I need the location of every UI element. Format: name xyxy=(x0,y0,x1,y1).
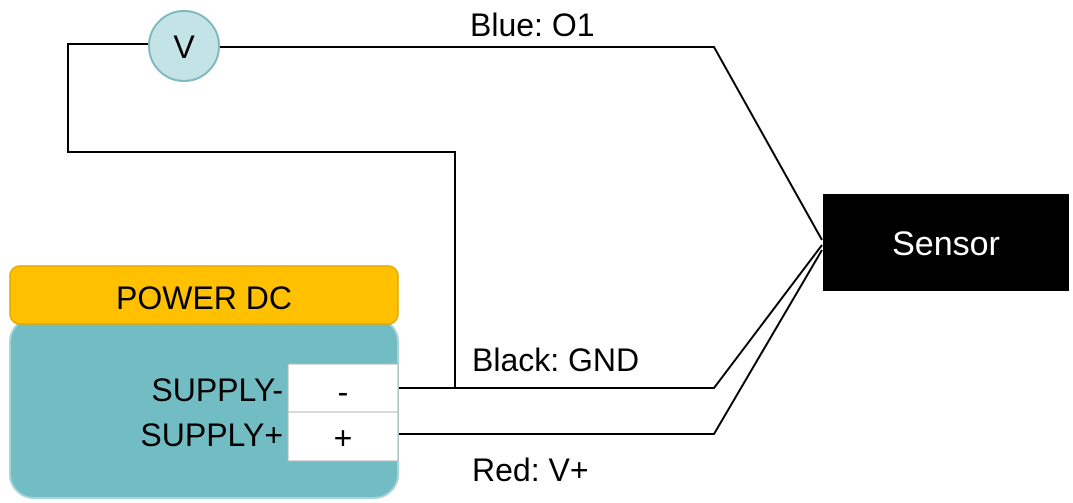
supply-plus-terminal xyxy=(287,411,399,462)
supply-minus-label: SUPPLY- xyxy=(151,372,283,408)
voltmeter-return-wire xyxy=(67,43,456,388)
blue-wire-label: Blue: O1 xyxy=(470,7,595,43)
power-supply-header xyxy=(9,265,399,325)
power-supply: POWER DC - + SUPPLY- SUPPLY+ xyxy=(9,265,399,499)
power-supply-title: POWER DC xyxy=(116,280,292,316)
sensor-label: Sensor xyxy=(892,225,1000,263)
blue-wire xyxy=(220,46,823,241)
red-wire-label: Red: V+ xyxy=(472,452,589,488)
wires xyxy=(67,43,823,435)
sensor-box xyxy=(823,194,1069,291)
supply-minus-symbol: - xyxy=(338,374,349,410)
supply-plus-symbol: + xyxy=(334,420,353,456)
black-wire-label: Black: GND xyxy=(472,342,639,378)
voltmeter-circle xyxy=(148,10,220,82)
sensor: Sensor xyxy=(823,194,1069,291)
voltmeter: V xyxy=(148,10,220,82)
voltmeter-symbol: V xyxy=(173,29,195,65)
black-wire xyxy=(398,244,823,389)
supply-plus-label: SUPPLY+ xyxy=(140,417,283,453)
red-wire xyxy=(398,249,823,435)
